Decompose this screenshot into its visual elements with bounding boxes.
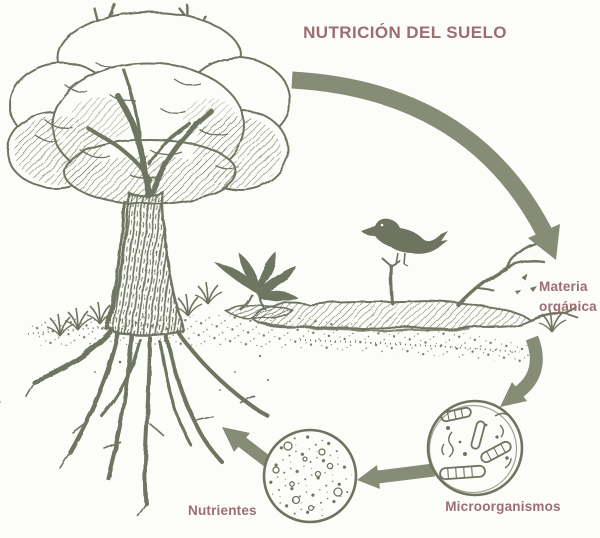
nutrients-circle [262,428,358,524]
bird-illustration [361,218,448,267]
cycle-arrow-tree-to-materia [291,71,560,260]
cycle-arrows [222,71,560,489]
fallen-branch-illustration [250,237,579,332]
label-materia-organica: Materia orgánica [539,279,597,315]
nutrient-particles [272,441,343,512]
tree-illustration [6,2,291,337]
label-microorganismos: Microorganismos [445,499,561,514]
cycle-arrow-micro-to-nutrientes [357,463,435,489]
bacteria-icons [439,406,512,481]
diagram-title: NUTRICIÓN DEL SUELO [303,23,507,42]
tree-branches [86,68,215,198]
tree-roots [25,327,270,517]
microorganisms-circle [426,399,524,497]
label-nutrientes: Nutrientes [188,503,257,518]
cycle-arrow-nutrientes-to-roots [222,427,272,467]
cycle-arrow-materia-to-micro [500,335,543,407]
